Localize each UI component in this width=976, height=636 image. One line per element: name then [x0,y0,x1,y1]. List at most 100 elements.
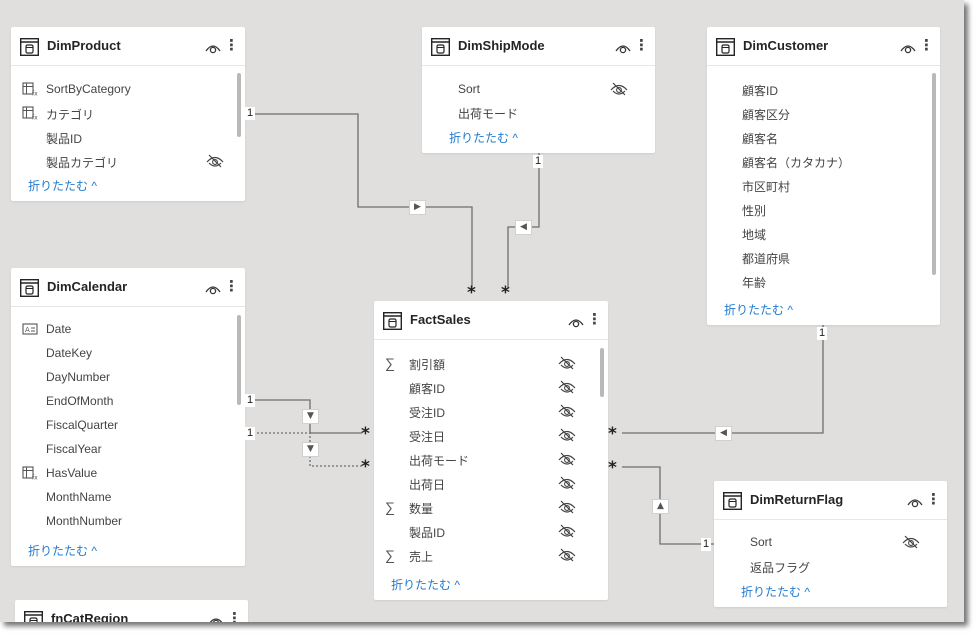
field-item[interactable]: 性別 [707,199,940,221]
svg-text:A: A [25,326,30,334]
scrollbar[interactable] [600,348,604,397]
field-item[interactable]: 顧客名 [707,127,940,149]
table-header[interactable]: DimCustomer ⋮ [707,27,940,66]
field-label: SortByCategory [46,82,131,96]
more-options-icon[interactable]: ⋮ [587,310,602,328]
field-item[interactable]: 顧客ID [707,79,940,101]
visibility-eye-icon[interactable] [205,40,221,54]
collapse-link[interactable]: 折りたたむ ^ [28,179,97,193]
table-header[interactable]: DimReturnFlag ⋮ [714,481,947,520]
field-item[interactable]: 市区町村 [707,175,940,197]
field-item[interactable]: 受注ID [374,401,608,423]
hidden-eye-icon[interactable] [558,548,576,562]
table-header[interactable]: DimCalendar ⋮ [11,268,245,307]
filter-direction-arrow-icon[interactable]: ▲ [652,499,669,514]
table-header[interactable]: DimProduct ⋮ [11,27,245,66]
field-item[interactable]: 都道府県 [707,247,940,269]
filter-direction-arrow-icon[interactable]: ▼ [302,409,319,424]
field-item[interactable]: FiscalYear [11,439,245,461]
more-options-icon[interactable]: ⋮ [634,36,649,54]
field-item[interactable]: fx SortByCategory [11,79,245,101]
field-item[interactable]: 顧客名（カタカナ） [707,151,940,173]
table-icon [382,311,403,331]
hidden-eye-icon[interactable] [558,404,576,418]
field-item[interactable]: 顧客区分 [707,103,940,125]
hidden-eye-icon[interactable] [558,356,576,370]
more-options-icon[interactable]: ⋮ [919,36,934,54]
collapse-link[interactable]: 折りたたむ ^ [724,303,793,317]
field-item[interactable]: Sort [422,79,655,101]
filter-direction-arrow-icon[interactable]: ▼ [302,442,319,457]
collapse-link[interactable]: 折りたたむ ^ [449,131,518,145]
cardinality-one-label: 1 [245,427,256,440]
visibility-eye-icon[interactable] [208,613,224,622]
collapse-link[interactable]: 折りたたむ ^ [741,585,810,599]
more-options-icon[interactable]: ⋮ [224,36,239,54]
field-item[interactable]: 地域 [707,223,940,245]
scrollbar[interactable] [237,73,241,137]
field-item[interactable]: MonthNumber [11,511,245,533]
field-item[interactable]: Sort [714,532,947,554]
field-item[interactable]: EndOfMonth [11,391,245,413]
hidden-eye-icon[interactable] [558,452,576,466]
visibility-eye-icon[interactable] [205,281,221,295]
table-header[interactable]: fnCatRegion ⋮ [15,600,248,622]
more-options-icon[interactable]: ⋮ [926,490,941,508]
field-item[interactable]: 製品ID [374,521,608,543]
field-item[interactable]: DateKey [11,343,245,365]
hidden-eye-icon[interactable] [206,154,224,168]
visibility-eye-icon[interactable] [907,494,923,508]
scrollbar[interactable] [932,73,936,275]
more-options-icon[interactable]: ⋮ [224,277,239,295]
scrollbar[interactable] [237,315,241,405]
field-item[interactable]: 出荷モード [422,102,655,124]
field-item[interactable]: ∑売上 [374,545,608,567]
visibility-eye-icon[interactable] [900,40,916,54]
field-item[interactable]: FiscalQuarter [11,415,245,437]
field-item[interactable]: ∑数量 [374,497,608,519]
field-item[interactable]: 返品フラグ [714,556,947,578]
cardinality-one-label: 1 [245,107,256,120]
field-label: DateKey [46,346,93,360]
table-header[interactable]: FactSales ⋮ [374,301,608,340]
table-card-fncatregion[interactable]: fnCatRegion ⋮ [15,600,248,622]
hidden-eye-icon[interactable] [558,476,576,490]
field-item[interactable]: 製品ID [11,127,245,149]
table-header[interactable]: DimShipMode ⋮ [422,27,655,66]
field-item[interactable]: 出荷モード [374,449,608,471]
hidden-eye-icon[interactable] [610,82,628,96]
filter-direction-arrow-icon[interactable]: ◀ [515,220,532,235]
visibility-eye-icon[interactable] [568,314,584,328]
more-options-icon[interactable]: ⋮ [227,609,242,622]
hidden-eye-icon[interactable] [558,500,576,514]
field-item[interactable]: DayNumber [11,367,245,389]
hidden-eye-icon[interactable] [902,535,920,549]
visibility-eye-icon[interactable] [615,40,631,54]
field-item[interactable]: MonthName [11,487,245,509]
filter-direction-arrow-icon[interactable]: ◀ [715,426,732,441]
field-item[interactable]: 受注日 [374,425,608,447]
hidden-eye-icon[interactable] [558,380,576,394]
field-item[interactable]: 製品カテゴリ [11,151,245,173]
collapse-link[interactable]: 折りたたむ ^ [28,544,97,558]
hidden-eye-icon[interactable] [558,524,576,538]
field-item[interactable]: ∑割引額 [374,353,608,375]
field-item[interactable]: 出荷日 [374,473,608,495]
field-item[interactable]: 顧客ID [374,377,608,399]
filter-direction-arrow-icon[interactable]: ▶ [409,200,426,215]
collapse-link[interactable]: 折りたたむ ^ [391,578,460,592]
hidden-eye-icon[interactable] [558,428,576,442]
field-label: HasValue [46,466,98,480]
field-item[interactable]: 年齢 [707,271,940,293]
calculated-column-icon: fx [22,82,38,98]
